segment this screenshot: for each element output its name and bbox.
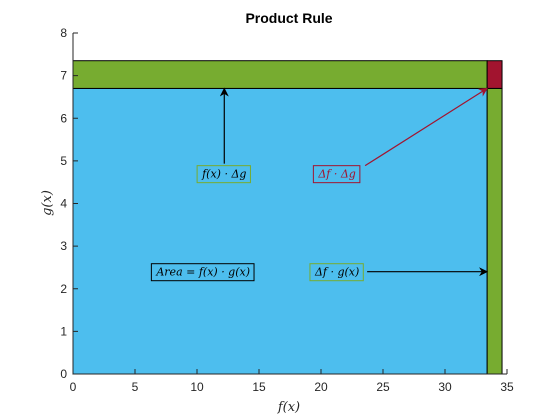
- annotation-box: [312, 165, 361, 184]
- annotation-corner-label: Δf · Δg: [312, 87, 488, 184]
- x-axis-label: f(x): [277, 400, 300, 415]
- y-tick-label: 4: [60, 197, 67, 211]
- annotation-text: Area = f(x) · g(x): [155, 266, 250, 279]
- x-tick-label: 10: [190, 380, 204, 394]
- y-axis-label: g(x): [40, 190, 55, 216]
- annotation-area-label: Area = f(x) · g(x): [150, 263, 255, 282]
- annotation-right-label: Δf · g(x): [309, 263, 489, 282]
- rect-corner: [486, 60, 503, 89]
- y-tick-label: 1: [60, 324, 67, 338]
- y-tick-label: 8: [60, 26, 67, 40]
- annotation-text: Δf · g(x): [314, 266, 359, 279]
- axes-layer: 0 5 10 15 20 25 30 35 0 1 2 3 4 5 6 7 8: [60, 26, 514, 394]
- x-tick-label: 0: [70, 380, 77, 394]
- rect-right-strip: [486, 87, 503, 375]
- annotation-box: [150, 263, 255, 282]
- rect-top-strip: [72, 60, 488, 89]
- chart-title: Product Rule: [245, 10, 332, 26]
- arrow-corner-label: [364, 87, 488, 167]
- y-tick-label: 5: [60, 154, 67, 168]
- y-tick-label: 7: [60, 69, 67, 83]
- x-tick-label: 30: [438, 380, 452, 394]
- annotation-top-label: f(x) · Δg: [196, 87, 251, 184]
- rect-area: [72, 87, 488, 375]
- annotations-layer: Area = f(x) · g(x) f(x) · Δg Δf · g(x) Δf ·…: [150, 87, 489, 282]
- annotation-text: Δf · Δg: [317, 168, 356, 181]
- y-tick-label: 6: [60, 111, 67, 125]
- x-tick-label: 15: [252, 380, 266, 394]
- rectangles-layer: [72, 60, 503, 375]
- x-tick-label: 25: [376, 380, 390, 394]
- x-tick-label: 20: [314, 380, 328, 394]
- y-tick-label: 2: [60, 282, 67, 296]
- x-tick-label: 5: [132, 380, 139, 394]
- y-tick-label: 0: [60, 367, 67, 381]
- annotation-box: [196, 165, 251, 184]
- y-tick-label: 3: [60, 239, 67, 253]
- x-tick-label: 35: [500, 380, 514, 394]
- annotation-text: f(x) · Δg: [201, 168, 246, 181]
- annotation-box: [309, 263, 364, 282]
